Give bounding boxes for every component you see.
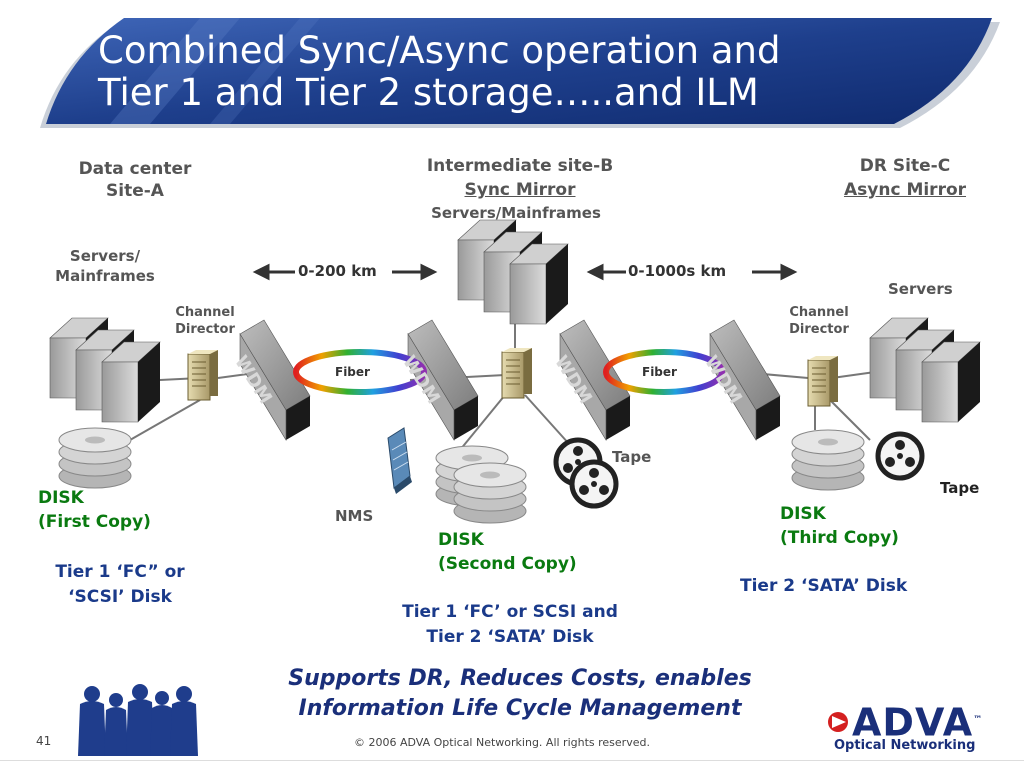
- site-c-director-label: Channel Director: [789, 305, 849, 337]
- fiber-label-2: Fiber: [642, 365, 677, 379]
- site-c-tape-label: Tape: [940, 479, 980, 497]
- site-c-server-3: [921, 341, 981, 423]
- site-a-servers-label: Servers/ Mainframes: [55, 247, 155, 285]
- site-b-label: Intermediate site-B Sync Mirror: [426, 156, 614, 200]
- site-a-tier-label: Tier 1 ‘FC” or ‘SCSI’ Disk: [55, 562, 185, 607]
- adva-logo-icon: [828, 712, 848, 732]
- title-line-2: Tier 1 and Tier 2 storage…..and ILM: [98, 71, 759, 114]
- site-b-servers-label: Servers/Mainframes: [431, 204, 601, 222]
- site-b-disk-label: DISK (Second Copy): [438, 530, 577, 574]
- copyright: © 2006 ADVA Optical Networking. All righ…: [354, 736, 650, 749]
- site-b-tape-label: Tape: [612, 448, 652, 466]
- site-c-tape-reel: [878, 434, 922, 478]
- distance-label-2: 0-1000s km: [628, 262, 727, 280]
- title-line-1: Combined Sync/Async operation and: [98, 29, 781, 72]
- adva-trademark: ™: [973, 715, 984, 725]
- site-a-disk: [58, 427, 132, 489]
- site-b-tier-label: Tier 1 ‘FC’ or SCSI and Tier 2 ‘SATA’ Di…: [402, 602, 618, 647]
- site-a-director-label: Channel Director: [175, 305, 235, 337]
- site-b-server-3: [509, 243, 569, 325]
- site-c-channel-director: [807, 355, 839, 407]
- site-a-channel-director: [187, 349, 219, 401]
- site-c-disk-label: DISK (Third Copy): [780, 504, 899, 548]
- nms-icon: [387, 427, 412, 494]
- adva-logo-text: ADVA: [852, 700, 974, 745]
- site-a-label: Data center Site-A: [78, 159, 192, 201]
- adva-logo-subtitle: Optical Networking: [834, 738, 976, 753]
- nms-label: NMS: [335, 507, 374, 525]
- site-c-servers-label: Servers: [888, 280, 953, 298]
- slide-title: Combined Sync/Async operation and Tier 1…: [98, 30, 780, 114]
- site-b-channel-director: [501, 347, 533, 399]
- site-b-tape-reel-2: [572, 462, 616, 506]
- adva-logo: ADVA™: [852, 700, 983, 743]
- fiber-ring-1: [293, 349, 427, 395]
- title-banner: [40, 18, 1000, 128]
- tagline: Supports DR, Reduces Costs, enables Info…: [288, 666, 752, 721]
- slide-number: 41: [36, 734, 52, 748]
- people-silhouette-icon: [78, 684, 198, 756]
- site-b-disk-2: [453, 462, 527, 524]
- site-c-disk: [791, 429, 865, 491]
- site-c-label: DR Site-C Async Mirror: [843, 156, 967, 200]
- site-a-disk-label: DISK (First Copy): [38, 488, 151, 532]
- fiber-label-1: Fiber: [335, 365, 370, 379]
- site-a-server-3: [101, 341, 161, 423]
- site-c-tier-label: Tier 2 ‘SATA’ Disk: [740, 576, 908, 596]
- fiber-ring-2: [603, 349, 725, 395]
- distance-label-1: 0-200 km: [298, 262, 377, 280]
